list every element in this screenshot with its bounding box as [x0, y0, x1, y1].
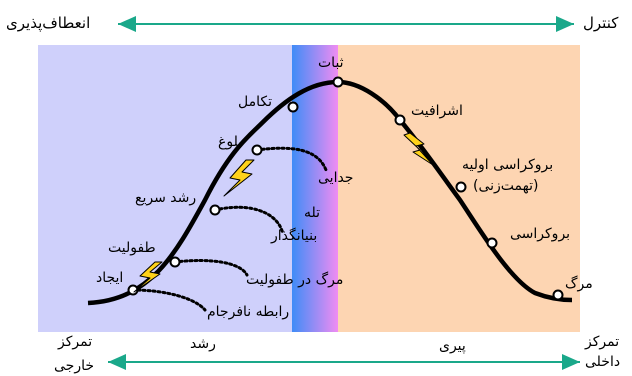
stage-label-infancy: طفولیت: [108, 240, 156, 256]
point-early-bureaucracy: [455, 181, 467, 193]
stage-label-go-go: رشد سریع: [135, 190, 197, 206]
phase-label-growth: رشد: [190, 336, 216, 352]
stage-label-stable: ثبات: [318, 55, 344, 71]
stage-label-death: مرگ: [565, 276, 593, 292]
stage-label-prime: تکامل: [238, 94, 272, 110]
trap-label-founder-trap-2: بنیانگذار: [271, 228, 318, 244]
stage-label-aristocracy: اشرافیت: [411, 103, 463, 119]
trap-label-infant-mortality: مرگ در طفولیت: [246, 272, 344, 288]
point-stable: [332, 76, 344, 88]
lightning-icon: [403, 132, 434, 166]
point-aristocracy: [394, 114, 406, 126]
external-focus-label-1: تمرکز: [58, 334, 93, 350]
stage-label-bureaucracy: بروکراسی: [510, 226, 571, 242]
point-go-go: [209, 204, 221, 216]
external-focus-label-2: خارجی: [54, 358, 95, 374]
point-prime: [287, 101, 299, 113]
stage-label-early-bureaucracy-note: (تهمت‌زنی): [473, 178, 539, 194]
growth-background: [38, 45, 294, 332]
lightning-icon: [223, 159, 255, 197]
point-infancy: [169, 256, 181, 268]
phase-label-aging: پیری: [439, 338, 466, 354]
point-bureaucracy: [486, 237, 498, 249]
flexibility-label: انعطاف‌پذیری: [6, 14, 91, 32]
point-death: [552, 289, 564, 301]
internal-focus-label-1: تمرکز: [585, 334, 620, 350]
trap-line-divorce: [255, 146, 328, 172]
internal-focus-label-2: داخلی: [585, 354, 621, 370]
lightning-icon: [133, 261, 163, 293]
trap-label-divorce: جدایی: [318, 170, 354, 186]
stage-label-early-bureaucracy: بروکراسی اولیه: [462, 157, 554, 173]
trap-line-founder-trap: [213, 205, 285, 236]
point-adolescence: [251, 144, 263, 156]
trap-label-founder-trap-1: تله: [304, 205, 321, 221]
trap-line-infant-mortality: [173, 259, 249, 277]
lifecycle-curve: [87, 79, 573, 306]
trap-line-affair: [131, 288, 207, 312]
control-label: کنترل: [583, 14, 619, 32]
stage-label-courtship: ایجاد: [96, 270, 124, 286]
trap-label-affair: رابطه نافرجام: [207, 304, 290, 320]
stage-label-adolescence: بلوغ: [218, 134, 243, 150]
